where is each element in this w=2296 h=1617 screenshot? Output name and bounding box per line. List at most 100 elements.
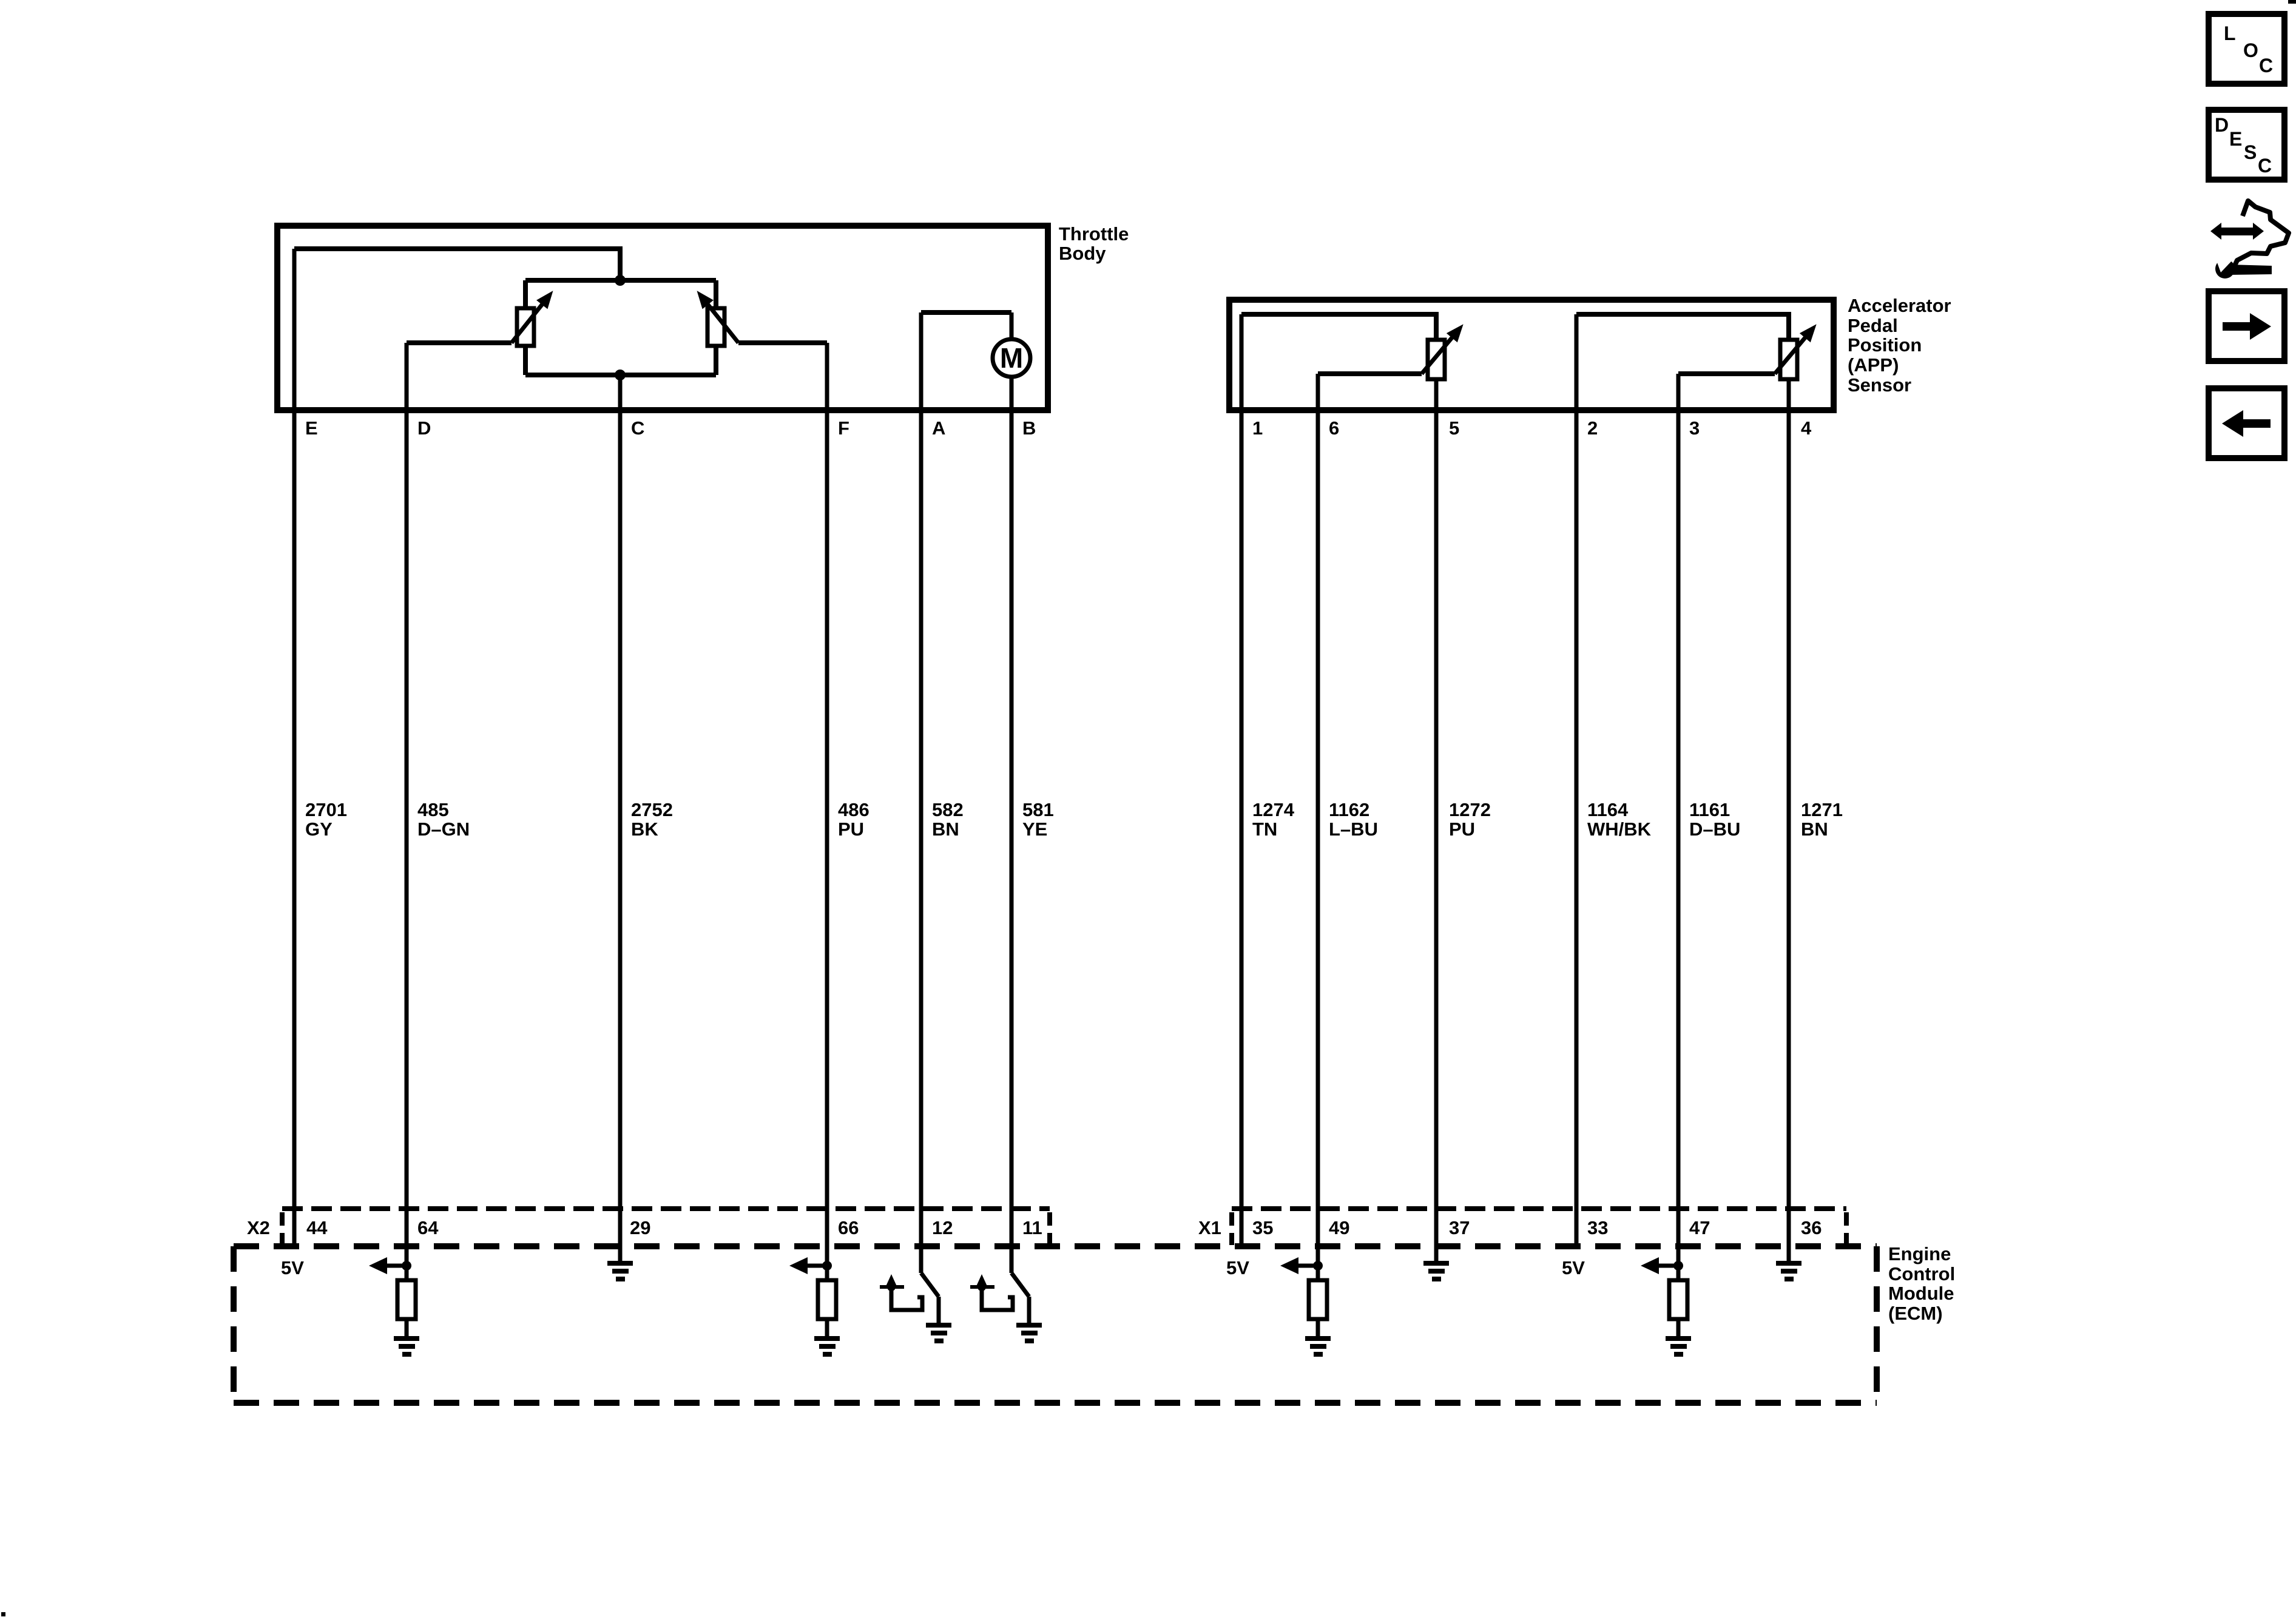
- x2-pin-64: 64: [417, 1217, 439, 1238]
- wire-label-circuit: 485: [417, 799, 449, 820]
- left-arrow-icon: [369, 1257, 387, 1274]
- ground-symbol: [1776, 1261, 1801, 1281]
- wire-label-circuit: 581: [1022, 799, 1054, 820]
- wire-label-color: GY: [305, 819, 333, 840]
- loc-button[interactable]: L O C: [2206, 11, 2288, 87]
- ecm-label-2: Control: [1888, 1263, 1955, 1284]
- app-pot2-arrow: [1773, 324, 1817, 376]
- wire-label-color: PU: [1449, 819, 1475, 840]
- wire-label-circuit: 1271: [1801, 799, 1843, 820]
- wire-label-color: TN: [1252, 819, 1277, 840]
- up-arrow-icon: [976, 1274, 988, 1288]
- ground-bars: [926, 1323, 951, 1343]
- prev-page-button[interactable]: [2206, 385, 2288, 461]
- app-pin-6: 6: [1329, 417, 1339, 439]
- harness-wires: 2701 GY 485 D–GN 2752 BK 486 PU 582 BN 5…: [292, 249, 1843, 1280]
- ground-symbol: [1423, 1261, 1449, 1281]
- app-sensor-component: Accelerator Pedal Position (APP) Sensor …: [1226, 295, 1951, 439]
- desc-letter: D: [2215, 114, 2229, 136]
- x2-pin-44: 44: [306, 1217, 328, 1238]
- right-arrow-icon: [2223, 322, 2250, 331]
- left-arrow-icon: [1641, 1257, 1659, 1274]
- x1-pin-47: 47: [1689, 1217, 1710, 1238]
- ecm-label-1: Engine: [1888, 1243, 1951, 1264]
- next-page-box[interactable]: [2206, 288, 2288, 364]
- throttle-body-label-2: Body: [1059, 243, 1106, 264]
- x1-pin-49: 49: [1329, 1217, 1349, 1238]
- tb-left-pot-arrow: [510, 291, 553, 345]
- five-volt-label: 5V: [281, 1257, 304, 1278]
- wire-label-color: D–GN: [417, 819, 470, 840]
- x2-pin-12: 12: [932, 1217, 953, 1238]
- junction-dot: [1313, 1261, 1323, 1271]
- signal-input-resistor: [1641, 1257, 1691, 1357]
- ground-bars: [1666, 1336, 1691, 1357]
- monitor-bracket: [979, 1287, 1015, 1312]
- wire-label-circuit: 1162: [1329, 799, 1369, 820]
- ecm-connector-x1: X1 35 49 37 33 47 36: [1198, 1206, 1849, 1245]
- wire-label-circuit: 486: [838, 799, 869, 820]
- app-label-4: (APP): [1848, 354, 1899, 376]
- ecm-connector-x2: X2 44 64 29 66 12 11: [247, 1206, 1052, 1245]
- left-arrow-icon: [2243, 419, 2271, 428]
- internal-resistor: [395, 1278, 418, 1322]
- wire-label-circuit: 2752: [631, 799, 673, 820]
- x2-label: X2: [247, 1217, 270, 1238]
- app-label-3: Position: [1848, 334, 1922, 356]
- ecm-module: Engine Control Module (ECM) 5V 5V 5V: [231, 1243, 1955, 1406]
- loc-button-box[interactable]: [2206, 11, 2288, 87]
- x2-pin-29: 29: [630, 1217, 650, 1238]
- hand-outline-icon: [2218, 198, 2291, 272]
- x1-pin-36: 36: [1801, 1217, 1822, 1238]
- app-label-1: Accelerator: [1848, 295, 1951, 316]
- wire-label-circuit: 2701: [305, 799, 347, 820]
- tb-pin-E: E: [305, 417, 318, 439]
- desc-button[interactable]: D E S C: [2206, 107, 2288, 183]
- tb-pin-A: A: [932, 417, 945, 439]
- x1-pin-33: 33: [1587, 1217, 1608, 1238]
- app-label-2: Pedal: [1848, 315, 1898, 336]
- junction-dot: [822, 1261, 832, 1271]
- wire-label-circuit: 1161: [1689, 799, 1730, 820]
- ground-bars: [394, 1336, 419, 1357]
- up-arrow-icon: [885, 1274, 897, 1288]
- wire-label-color: BK: [631, 819, 658, 840]
- app-label-5: Sensor: [1848, 374, 1911, 396]
- wrench-handle: [2228, 265, 2272, 275]
- desc-letter: E: [2229, 128, 2242, 150]
- desc-button-box[interactable]: [2206, 107, 2288, 183]
- wire-label-circuit: 582: [932, 799, 964, 820]
- signal-input-resistor: [369, 1257, 419, 1357]
- prev-page-box[interactable]: [2206, 385, 2288, 461]
- switch-blade: [919, 1271, 940, 1298]
- five-volt-label: 5V: [1562, 1257, 1585, 1278]
- ecm-label-4: (ECM): [1888, 1303, 1943, 1324]
- wire-label-color: PU: [838, 819, 864, 840]
- wire-label-circuit: 1272: [1449, 799, 1491, 820]
- desc-letter: S: [2244, 141, 2257, 163]
- app-pin-2: 2: [1587, 417, 1598, 439]
- driver-switch: [880, 1271, 951, 1343]
- throttle-body-box: [274, 223, 1051, 413]
- x2-pin-11: 11: [1022, 1217, 1042, 1238]
- ecm-label-3: Module: [1888, 1283, 1954, 1304]
- wire-label-color: D–BU: [1689, 819, 1740, 840]
- tb-right-pot-arrow: [697, 291, 740, 345]
- corner-artifact: [2288, 0, 2296, 4]
- app-pot2-feed: [1576, 312, 1791, 340]
- junction-dot: [1673, 1261, 1683, 1271]
- left-arrow-icon: [1280, 1257, 1298, 1274]
- adjust-tool-button[interactable]: [2210, 198, 2291, 279]
- next-page-button[interactable]: [2206, 288, 2288, 364]
- corner-artifact: [1, 1612, 5, 1616]
- monitor-bracket: [889, 1287, 925, 1312]
- tb-feed-line: [294, 246, 623, 280]
- driver-switch: [970, 1271, 1042, 1343]
- app-pin-1: 1: [1252, 417, 1263, 439]
- ground-bars: [607, 1261, 633, 1281]
- double-arrow-icon: [2210, 223, 2264, 240]
- tb-pin-F: F: [838, 417, 849, 439]
- wire-label-circuit: 1164: [1587, 799, 1629, 820]
